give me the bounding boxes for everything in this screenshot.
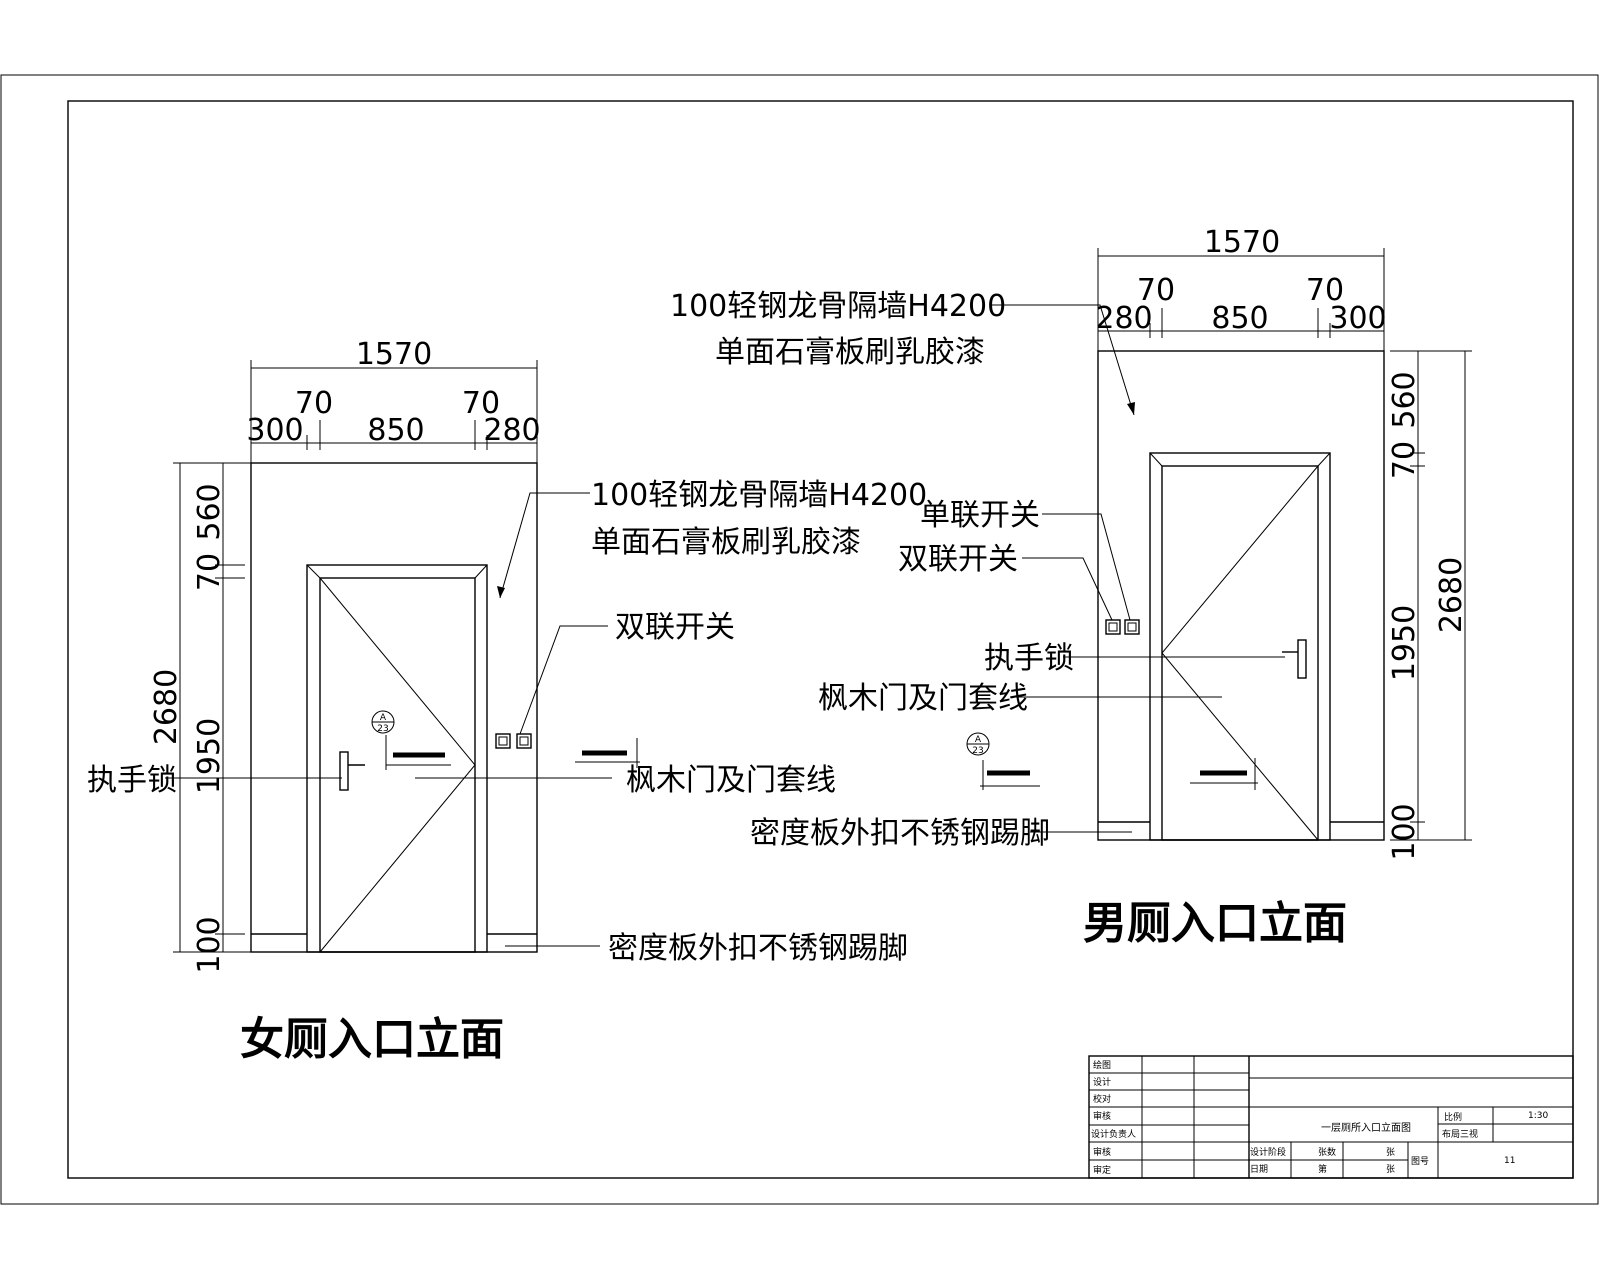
male-handle-lock-label: 执手锁	[984, 641, 1074, 676]
female-switch-box-1	[495, 733, 511, 749]
female-skirting-label: 密度板外扣不锈钢踢脚	[608, 931, 908, 966]
male-switch-box-2-inner	[1127, 622, 1137, 632]
female-switch-leader	[519, 625, 608, 735]
tb-row-label-4: 审核	[1093, 1110, 1111, 1122]
female-dim-overall-width: 1570	[356, 337, 432, 372]
male-dim-left-margin: 280	[1095, 301, 1152, 336]
tb-count-label: 第	[1318, 1163, 1327, 1175]
male-dim-overall-width: 1570	[1204, 225, 1280, 260]
male-title: 男厕入口立面	[1083, 898, 1347, 949]
male-door-swing	[1161, 465, 1319, 841]
male-dim-door-width: 850	[1211, 301, 1268, 336]
male-dim-frame-right: 70	[1306, 273, 1344, 308]
tb-scale-label: 比例	[1444, 1111, 1462, 1123]
male-marker-bottom: 23	[972, 746, 983, 756]
female-dim-base: 100	[192, 916, 227, 973]
tb-row-label-5: 设计负责人	[1091, 1128, 1136, 1140]
female-marker-bottom: 23	[377, 724, 388, 734]
female-dim-door-width: 850	[367, 413, 424, 448]
female-door-label: 枫木门及门套线	[626, 763, 836, 798]
male-dim-frame-left: 70	[1137, 273, 1175, 308]
female-wall-leader-arrow	[497, 586, 505, 598]
tb-drawing-name: 一层厕所入口立面图	[1321, 1121, 1411, 1134]
sheet-outer-border	[0, 74, 1599, 1205]
tb-drawing-no: 11	[1504, 1156, 1515, 1166]
female-wall-leader	[499, 492, 590, 599]
tb-row-label-3: 校对	[1093, 1093, 1111, 1105]
female-dim-top-part: 560	[192, 483, 227, 540]
female-dim-frame-right: 70	[462, 386, 500, 421]
female-dim-door-height: 1950	[192, 718, 227, 794]
female-dim-right-margin: 280	[483, 413, 540, 448]
tb-count-unit: 张	[1386, 1147, 1395, 1158]
female-dim-frame-left: 70	[295, 386, 333, 421]
male-dim-top-part: 560	[1387, 371, 1422, 428]
male-wall-label-2: 单面石膏板刷乳胶漆	[715, 335, 985, 370]
female-dim-left-margin: 300	[246, 413, 303, 448]
female-switch-box-1-inner	[498, 736, 508, 746]
title-block-frame	[1088, 1055, 1574, 1179]
male-marker-top: A	[975, 735, 982, 745]
male-handle-lock	[1297, 639, 1307, 679]
male-switch-double-leader	[1022, 557, 1113, 621]
male-frame-miter-tr	[1317, 452, 1331, 467]
female-elevation: 1570 300 70 850 70 280 2680 560 70 1950 …	[87, 337, 927, 1065]
female-handle-lock-label: 执手锁	[87, 763, 177, 798]
male-switch-box-1	[1105, 619, 1121, 635]
title-block: 绘图 设计 校对 审核 设计负责人 审核 审定 一层厕所入口立面图 比例 1:3…	[1088, 1055, 1574, 1179]
male-door-label: 枫木门及门套线	[818, 681, 1028, 716]
male-switch-single-leader	[1042, 513, 1131, 621]
male-door-frame	[1149, 452, 1331, 841]
tb-drawing-type: 布局三视	[1442, 1128, 1478, 1140]
female-dim-top-frame: 70	[192, 553, 227, 591]
female-frame-miter-tr	[474, 564, 488, 579]
male-switch-box-2	[1124, 619, 1140, 635]
male-wall-outline	[1097, 350, 1385, 841]
male-dim-base: 100	[1387, 803, 1422, 860]
female-switch-box-2	[516, 733, 532, 749]
female-title: 女厕入口立面	[240, 1014, 504, 1065]
female-dim-height-total: 2680	[149, 669, 184, 745]
male-dim-door-height: 1950	[1387, 605, 1422, 681]
male-wall-leader	[990, 304, 1135, 416]
male-dim-top-frame: 70	[1387, 441, 1422, 479]
tb-stage-label: 设计阶段	[1250, 1146, 1286, 1158]
female-door-swing	[319, 577, 476, 953]
female-switch-double-label: 双联开关	[615, 610, 735, 645]
tb-total-unit: 张	[1386, 1164, 1395, 1175]
tb-scale-value: 1:30	[1528, 1111, 1548, 1121]
male-skirting-label: 密度板外扣不锈钢踢脚	[750, 816, 1050, 851]
tb-row-label-2: 设计	[1093, 1076, 1111, 1088]
tb-date-label: 日期	[1250, 1164, 1268, 1175]
female-wall-outline	[250, 462, 538, 953]
tb-row-label-1: 绘图	[1093, 1059, 1111, 1071]
male-door-leaf	[1161, 465, 1319, 841]
male-dim-right-margin: 300	[1329, 301, 1386, 336]
male-elevation: 1570 280 70 850 70 300 560 70 1950 100 2…	[670, 225, 1472, 949]
female-marker-top: A	[380, 713, 387, 723]
sheet-inner-border	[67, 100, 1574, 1179]
male-dim-height-total: 2680	[1434, 557, 1469, 633]
female-handle-lock	[339, 751, 349, 791]
male-frame-miter-tl	[1149, 452, 1163, 467]
male-wall-label-1: 100轻钢龙骨隔墙H4200	[670, 289, 1006, 324]
female-wall-label-1: 100轻钢龙骨隔墙H4200	[591, 478, 927, 513]
female-wall-label-2: 单面石膏板刷乳胶漆	[591, 525, 861, 560]
tb-row-label-6: 审核	[1093, 1146, 1111, 1158]
tb-row-label-7: 审定	[1093, 1164, 1111, 1176]
female-door-frame	[306, 564, 488, 953]
tb-drawing-no-label: 图号	[1411, 1156, 1429, 1167]
tb-sheet-label: 张数	[1318, 1146, 1336, 1158]
male-switch-box-1-inner	[1108, 622, 1118, 632]
female-switch-box-2-inner	[519, 736, 529, 746]
male-switch-double-label: 双联开关	[898, 542, 1018, 577]
male-wall-leader-arrow	[1127, 402, 1135, 415]
female-frame-miter-tl	[306, 564, 321, 579]
male-switch-single-label: 单联开关	[920, 498, 1040, 533]
